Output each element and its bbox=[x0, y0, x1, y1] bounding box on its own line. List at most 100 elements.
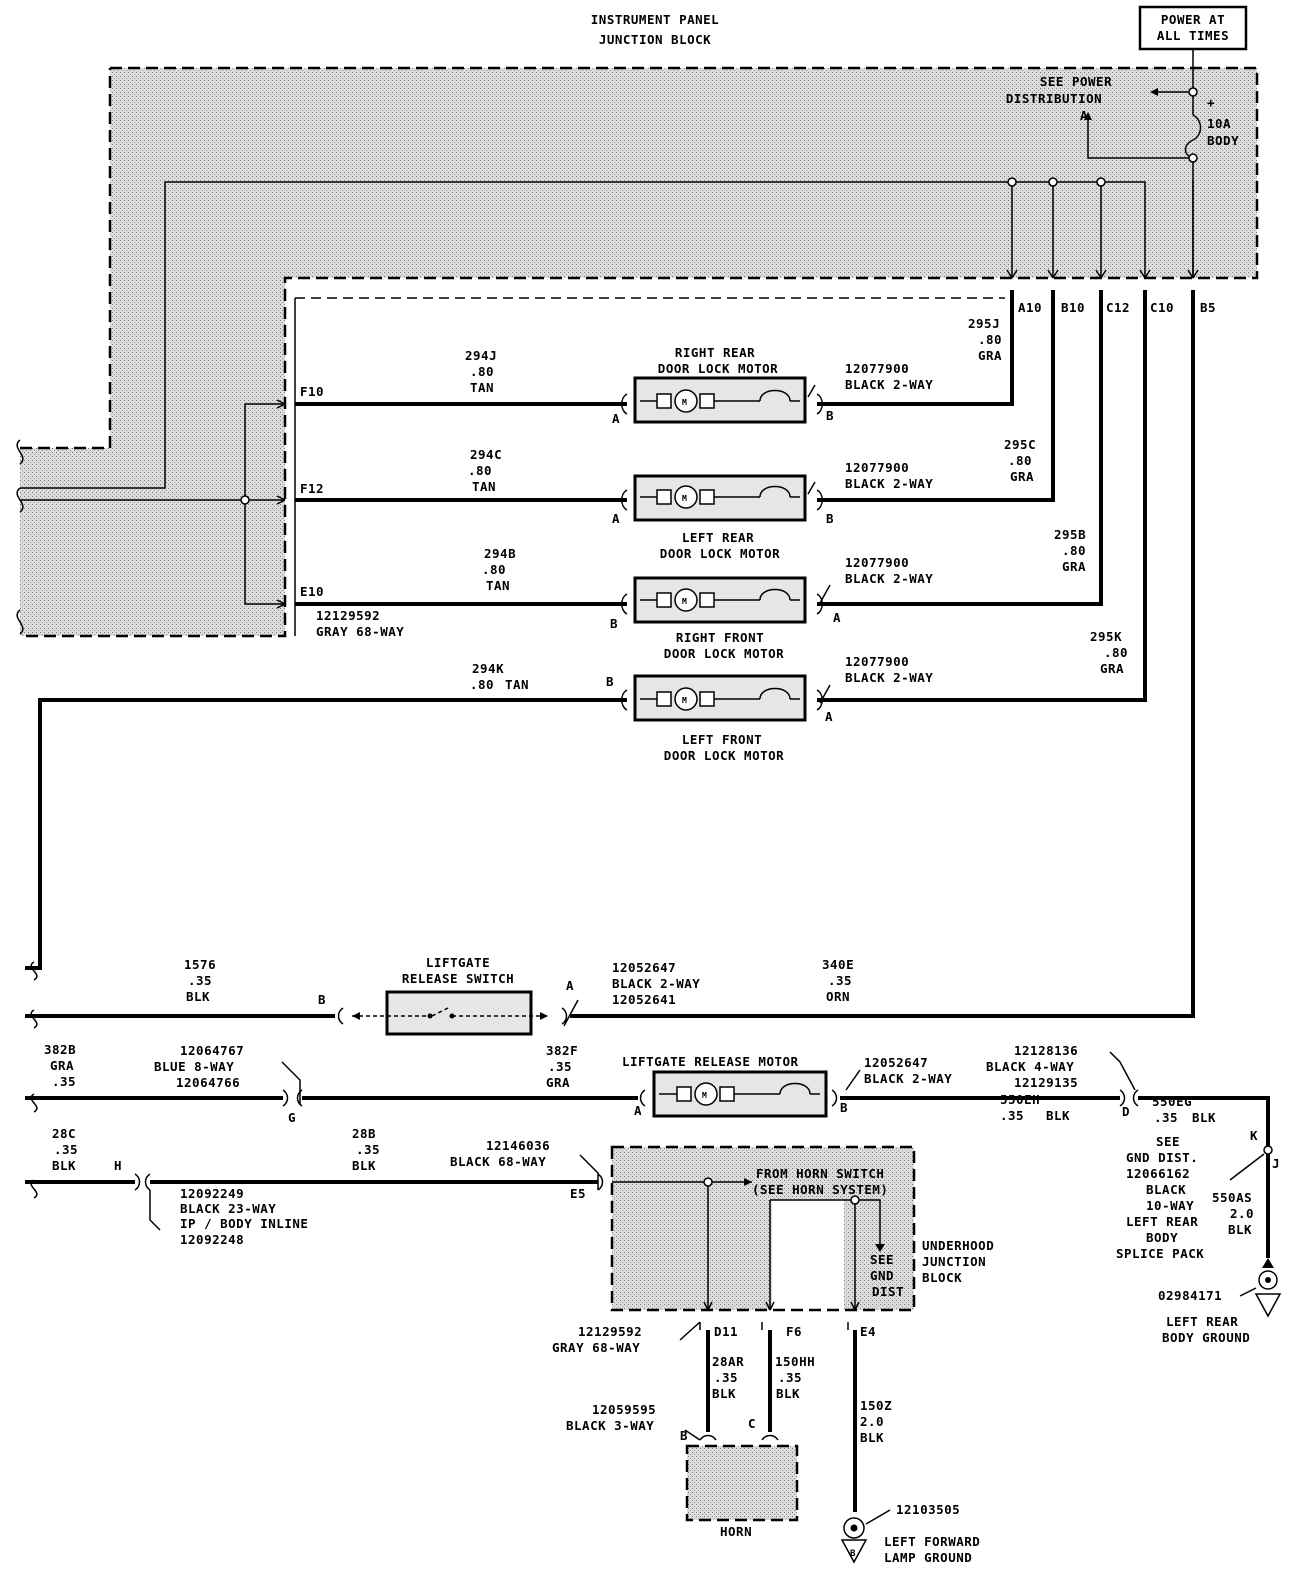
conn4-pin: D bbox=[1122, 1104, 1130, 1119]
ip-conn-num: 12129592 bbox=[316, 608, 380, 623]
fuse-name: BODY bbox=[1207, 133, 1239, 148]
pin-a10: A10 bbox=[1018, 300, 1042, 315]
rr-pin-out: B bbox=[826, 408, 834, 423]
lg-motor-name: LIFTGATE RELEASE MOTOR bbox=[622, 1054, 799, 1069]
w28c-gauge: .35 bbox=[54, 1142, 78, 1157]
rf-motor-name-1: RIGHT FRONT bbox=[676, 630, 764, 645]
w294j-gauge: .80 bbox=[470, 364, 494, 379]
power-box-line-2: ALL TIMES bbox=[1157, 28, 1229, 43]
pin-e10: E10 bbox=[300, 584, 324, 599]
right-front-motor: M bbox=[633, 576, 807, 624]
pin-d11: D11 bbox=[714, 1324, 738, 1339]
pin-f12: F12 bbox=[300, 481, 324, 496]
break-marks bbox=[16, 439, 38, 1199]
w295b-circuit: 295B bbox=[1054, 527, 1086, 542]
inline8-1: 12064767 bbox=[180, 1043, 244, 1058]
wires bbox=[25, 290, 1270, 1512]
see-gnd-1: SEE bbox=[870, 1252, 894, 1267]
pin-f6: F6 bbox=[786, 1324, 802, 1339]
uhjb-pin-e5: E5 bbox=[570, 1186, 586, 1201]
right-rear-motor: M bbox=[633, 376, 807, 424]
pin-e4: E4 bbox=[860, 1324, 876, 1339]
horn-pin-c: C bbox=[748, 1416, 756, 1431]
switch-conn-2: BLACK 2-WAY bbox=[612, 976, 700, 991]
w150hh-gauge: .35 bbox=[778, 1370, 802, 1385]
w295j-gauge: .80 bbox=[978, 332, 1002, 347]
rr-motor-name-1: RIGHT REAR bbox=[675, 345, 755, 360]
splice-ways: 10-WAY bbox=[1146, 1198, 1194, 1213]
rf-pin-out: A bbox=[833, 610, 841, 625]
lf-conn-num: 12077900 bbox=[845, 654, 909, 669]
fuse-plus: + bbox=[1207, 95, 1215, 110]
w150hh-circuit: 150HH bbox=[775, 1354, 815, 1369]
w550eg-circuit: 550EG bbox=[1152, 1094, 1192, 1109]
uhjb-name-1: UNDERHOOD bbox=[922, 1238, 994, 1253]
svg-text:M: M bbox=[682, 597, 687, 606]
w150z-circuit: 150Z bbox=[860, 1398, 892, 1413]
w550as-circuit: 550AS bbox=[1212, 1190, 1252, 1205]
conn4-2: BLACK 4-WAY bbox=[986, 1059, 1074, 1074]
lg-motor-conn-2: BLACK 2-WAY bbox=[864, 1071, 952, 1086]
inline8-3: 12064766 bbox=[176, 1075, 240, 1090]
lr-conn-type: BLACK 2-WAY bbox=[845, 476, 933, 491]
rr-conn-num: 12077900 bbox=[845, 361, 909, 376]
left-rear-motor: M bbox=[633, 474, 807, 522]
w550as-gauge: 2.0 bbox=[1230, 1206, 1254, 1221]
w150z-color: BLK bbox=[860, 1430, 884, 1445]
splice-name-3: SPLICE PACK bbox=[1116, 1246, 1204, 1261]
w294k-gauge: .80 bbox=[470, 677, 494, 692]
w28ar-gauge: .35 bbox=[714, 1370, 738, 1385]
liftgate-switch bbox=[352, 990, 548, 1036]
splice-j: J bbox=[1272, 1156, 1280, 1171]
w295c-circuit: 295C bbox=[1004, 437, 1036, 452]
w28c-circuit: 28C bbox=[52, 1126, 76, 1141]
lf-motor-name-2: DOOR LOCK MOTOR bbox=[664, 748, 784, 763]
w382b-gauge: .35 bbox=[52, 1074, 76, 1089]
from-horn-2: (SEE HORN SYSTEM) bbox=[752, 1182, 888, 1197]
splice-k: K bbox=[1250, 1128, 1258, 1143]
inline23-3: IP / BODY INLINE bbox=[180, 1216, 308, 1231]
lg-motor-pin-b: B bbox=[840, 1100, 848, 1115]
lf-ground-name-1: LEFT FORWARD bbox=[884, 1534, 980, 1549]
w295k-gauge: .80 bbox=[1104, 645, 1128, 660]
fuse-pin-a: A bbox=[1080, 108, 1088, 123]
svg-text:M: M bbox=[682, 696, 687, 705]
lr-motor-name-1: LEFT REAR bbox=[682, 530, 754, 545]
w294k-color: TAN bbox=[505, 677, 529, 692]
svg-text:M: M bbox=[702, 1091, 707, 1100]
uhjb-bottom-conn-1: 12129592 bbox=[578, 1324, 642, 1339]
w28b-color: BLK bbox=[352, 1158, 376, 1173]
title-line-1: INSTRUMENT PANEL bbox=[591, 12, 719, 27]
w295c-color: GRA bbox=[1010, 469, 1034, 484]
inline23-pin: H bbox=[114, 1158, 122, 1173]
conn4-3: 12129135 bbox=[1014, 1075, 1078, 1090]
w1576-color: BLK bbox=[186, 989, 210, 1004]
w340e-circuit: 340E bbox=[822, 957, 854, 972]
conn4-1: 12128136 bbox=[1014, 1043, 1078, 1058]
horn-conn-2: BLACK 3-WAY bbox=[566, 1418, 654, 1433]
w150hh-color: BLK bbox=[776, 1386, 800, 1401]
rf-motor-name-2: DOOR LOCK MOTOR bbox=[664, 646, 784, 661]
lg-motor-pin-a: A bbox=[634, 1103, 642, 1118]
ip-internal-bus bbox=[20, 177, 1151, 609]
fuse-rating: 10A bbox=[1207, 116, 1231, 131]
w550eg-gauge: .35 bbox=[1154, 1110, 1178, 1125]
w294k-circuit: 294K bbox=[472, 661, 504, 676]
switch-name-2: RELEASE SWITCH bbox=[402, 971, 514, 986]
left-front-motor: M bbox=[633, 674, 807, 722]
switch-conn-3: 12052641 bbox=[612, 992, 676, 1007]
splice-name-1: LEFT REAR bbox=[1126, 1214, 1198, 1229]
ip-conn-type: GRAY 68-WAY bbox=[316, 624, 404, 639]
lf-pin-in: B bbox=[606, 674, 614, 689]
horn bbox=[685, 1444, 799, 1522]
switch-conn-1: 12052647 bbox=[612, 960, 676, 975]
lf-ground-num: 12103505 bbox=[896, 1502, 960, 1517]
rr-conn-type: BLACK 2-WAY bbox=[845, 377, 933, 392]
see-power-line-1: SEE POWER bbox=[1040, 74, 1112, 89]
w294c-circuit: 294C bbox=[470, 447, 502, 462]
lr-ground-name-1: LEFT REAR bbox=[1166, 1314, 1238, 1329]
uhjb-name-3: BLOCK bbox=[922, 1270, 962, 1285]
horn-pin-b: B bbox=[680, 1428, 688, 1443]
pin-b5: B5 bbox=[1200, 300, 1216, 315]
w295k-circuit: 295K bbox=[1090, 629, 1122, 644]
